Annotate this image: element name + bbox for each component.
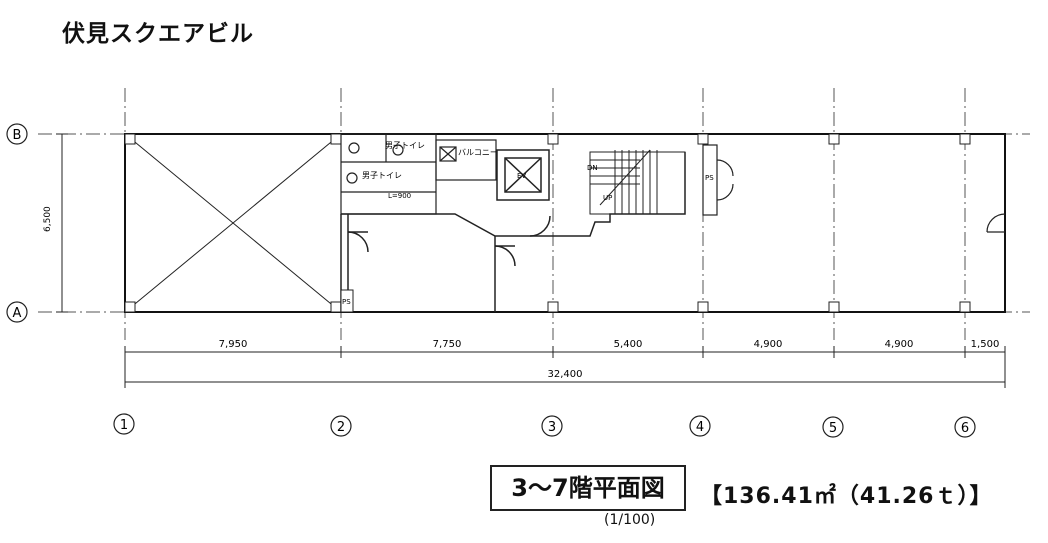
span-label-2: 7,750 [433, 339, 462, 350]
axis-label-5: 5 [829, 421, 837, 436]
axis-label-6: 6 [961, 421, 969, 436]
stair-label-dn: DN [587, 164, 598, 172]
axis-label-1: 1 [120, 418, 128, 433]
span-label-1: 7,950 [219, 339, 248, 350]
staircase [589, 149, 686, 215]
height-dimension-line [56, 133, 68, 313]
span-label-6: 1,500 [971, 339, 1000, 350]
grid-lines [38, 88, 1030, 340]
axis-label-4: 4 [696, 420, 704, 435]
room-label-mens-toilet-1: 男子トイレ [385, 141, 425, 150]
area-label: 【136.41㎡（41.26ｔ）】 [700, 484, 993, 509]
elevator [496, 149, 550, 201]
axis-label-2: 2 [337, 420, 345, 435]
right-ps-block [702, 144, 1006, 233]
building-title: 伏見スクエアビル [62, 21, 254, 47]
axis-label-3: 3 [548, 420, 556, 435]
room-label-l900: L=900 [388, 192, 411, 200]
room-label-ev: EV [517, 172, 526, 180]
total-dimension-label: 32,400 [548, 369, 583, 380]
room-label-balcony: バルコニー [458, 148, 498, 157]
axis-label-b: B [13, 128, 22, 143]
room-label-ps: PS [342, 298, 351, 306]
floor-caption: 3～7階平面図 [490, 465, 686, 511]
span-dimension-line [124, 346, 1006, 388]
stair-label-up: UP [603, 194, 612, 202]
column-axis-markers [113, 413, 976, 438]
ps-shaft [340, 289, 354, 313]
row-axis-markers [6, 123, 28, 323]
outer-wall [124, 133, 1006, 313]
room-label-ps-right: PS [705, 174, 714, 182]
span-label-4: 4,900 [754, 339, 783, 350]
scale-label: (1/100) [604, 512, 656, 528]
structural-columns [547, 133, 971, 313]
room-label-mens-toilet-2: 男子トイレ [362, 171, 402, 180]
axis-label-a: A [13, 306, 22, 321]
span-label-3: 5,400 [614, 339, 643, 350]
void-area [124, 133, 342, 313]
span-label-5: 4,900 [885, 339, 914, 350]
height-dimension-label: 6,500 [43, 206, 53, 232]
